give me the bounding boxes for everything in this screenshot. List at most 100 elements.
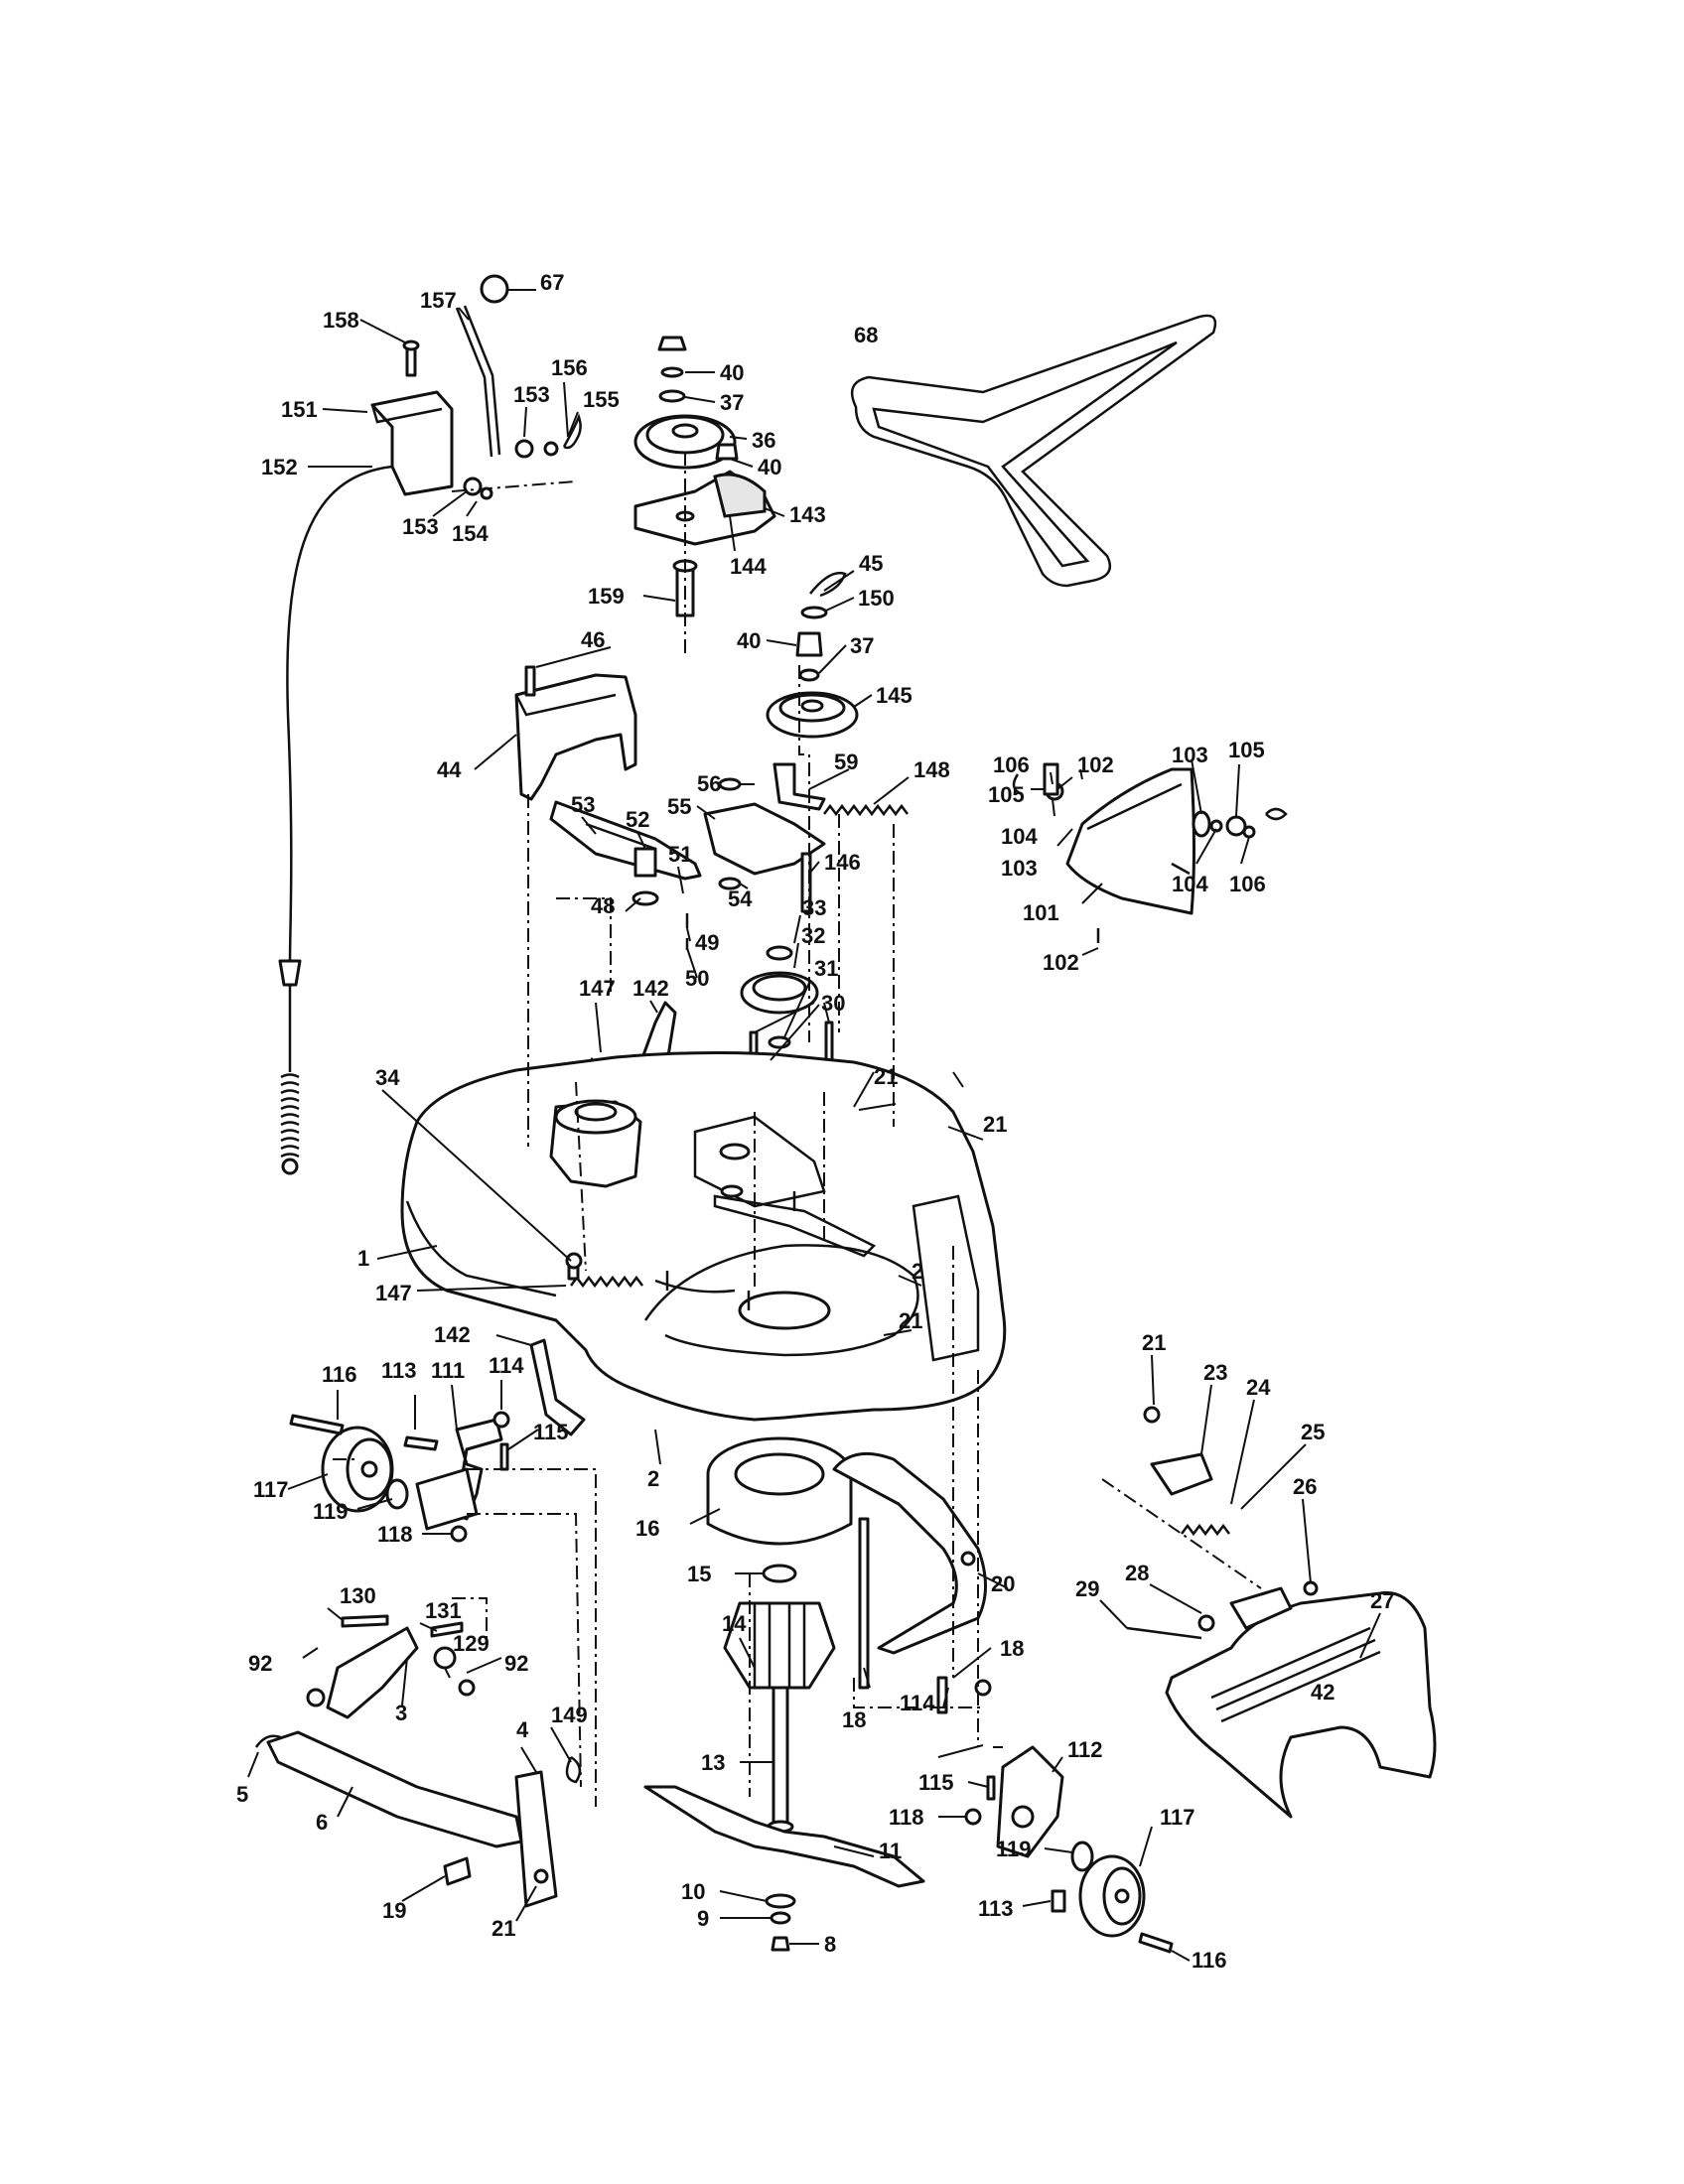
callout-102-b: 102: [1043, 950, 1079, 975]
callout-30: 30: [821, 991, 845, 1016]
callout-49: 49: [695, 930, 719, 955]
callout-54: 54: [728, 887, 753, 911]
callout-142-b: 142: [434, 1322, 471, 1347]
alignment-lines: [333, 452, 1262, 1807]
callout-106-b: 106: [1229, 872, 1266, 896]
discharge-chute: 42: [1126, 1406, 1437, 1819]
callout-5: 5: [236, 1782, 248, 1807]
callout-92-b: 92: [504, 1651, 528, 1676]
callout-150: 150: [858, 586, 895, 611]
callout-59: 59: [834, 750, 858, 774]
callout-23: 23: [1203, 1360, 1227, 1385]
callout-117-a: 117: [253, 1477, 289, 1502]
callout-21-c: 21: [899, 1308, 922, 1333]
callout-113-a: 113: [381, 1358, 417, 1383]
callout-103-b: 103: [1172, 743, 1208, 767]
callout-67: 67: [540, 270, 564, 295]
callout-3: 3: [395, 1701, 407, 1725]
callout-118-a: 118: [377, 1522, 413, 1547]
callout-18-b: 18: [842, 1707, 866, 1732]
callout-15: 15: [687, 1562, 711, 1586]
callout-8: 8: [824, 1932, 836, 1957]
callout-21-e: 21: [491, 1916, 515, 1941]
callout-11: 11: [879, 1839, 902, 1863]
deck-size-decal: 42: [1311, 1680, 1334, 1705]
center-pulley-stack: [766, 571, 859, 739]
callout-50: 50: [685, 966, 709, 991]
callout-33: 33: [802, 895, 826, 920]
callout-labels: 158 157 67 156 153 155 151 152 153 154 4…: [236, 270, 1394, 1973]
callout-131: 131: [425, 1598, 462, 1623]
callout-156: 156: [551, 355, 588, 380]
callout-32: 32: [801, 923, 825, 948]
callout-40-b: 40: [758, 455, 781, 479]
callout-106-a: 106: [993, 752, 1030, 777]
callout-45: 45: [859, 551, 883, 576]
callout-147-b: 147: [375, 1281, 412, 1305]
callout-52: 52: [626, 807, 649, 832]
callout-115-a: 115: [533, 1420, 569, 1444]
right-gauge-wheel-group: [936, 1676, 1174, 1954]
callout-34: 34: [375, 1065, 400, 1090]
callout-2-a: 2: [912, 1259, 923, 1284]
callout-153-a: 153: [513, 382, 550, 407]
callout-149: 149: [551, 1703, 588, 1727]
callout-19: 19: [382, 1898, 406, 1923]
callout-119-a: 119: [313, 1499, 349, 1524]
callout-152: 152: [261, 455, 298, 479]
callout-20: 20: [991, 1571, 1015, 1596]
callout-114-b: 114: [900, 1691, 935, 1715]
callout-10: 10: [681, 1879, 705, 1904]
callout-101: 101: [1023, 900, 1059, 925]
mower-deck-housing: [400, 1051, 1007, 1422]
callout-2-b: 2: [647, 1466, 659, 1491]
callout-37-b: 37: [850, 633, 874, 658]
callout-4: 4: [516, 1717, 529, 1742]
callout-118-b: 118: [889, 1805, 924, 1830]
callout-68: 68: [854, 323, 878, 347]
callout-153-b: 153: [402, 514, 439, 539]
callout-26: 26: [1293, 1474, 1317, 1499]
callout-147-a: 147: [579, 976, 616, 1001]
callout-112: 112: [1067, 1737, 1103, 1762]
callout-151: 151: [281, 397, 318, 422]
idler-pulley-stack: [633, 336, 776, 617]
callout-114-a: 114: [489, 1353, 524, 1378]
callout-28: 28: [1125, 1561, 1149, 1585]
side-deflector: [1012, 762, 1288, 943]
callout-104-a: 104: [1001, 824, 1038, 849]
callout-129: 129: [453, 1631, 490, 1656]
callout-105-b: 105: [1228, 738, 1265, 762]
callout-103-a: 103: [1001, 856, 1038, 881]
callout-1: 1: [357, 1246, 369, 1271]
callout-14: 14: [722, 1611, 747, 1636]
callout-130: 130: [340, 1583, 376, 1608]
callout-21-d: 21: [1142, 1330, 1166, 1355]
callout-104-b: 104: [1172, 872, 1208, 896]
callout-37-a: 37: [720, 390, 744, 415]
callout-105-a: 105: [988, 782, 1025, 807]
callout-144: 144: [730, 554, 767, 579]
callout-56: 56: [697, 771, 721, 796]
spindle-assembly: [706, 1436, 853, 1834]
callout-53: 53: [571, 792, 595, 817]
callout-13: 13: [701, 1750, 725, 1775]
callout-159: 159: [588, 584, 625, 609]
callout-142-a: 142: [632, 976, 669, 1001]
callout-16: 16: [635, 1516, 659, 1541]
callout-119-b: 119: [996, 1837, 1032, 1861]
callout-146: 146: [824, 850, 861, 875]
mower-blade: [643, 1785, 925, 1952]
leader-lines: [247, 289, 1381, 1962]
callout-143: 143: [789, 502, 826, 527]
callout-113-b: 113: [978, 1896, 1014, 1921]
callout-6: 6: [316, 1810, 328, 1835]
callout-29: 29: [1075, 1576, 1099, 1601]
callout-157: 157: [420, 288, 457, 313]
callout-18-a: 18: [1000, 1636, 1024, 1661]
callout-31: 31: [814, 956, 838, 981]
callout-55: 55: [667, 794, 691, 819]
callout-40-c: 40: [737, 628, 761, 653]
callout-111: 111: [431, 1358, 465, 1383]
